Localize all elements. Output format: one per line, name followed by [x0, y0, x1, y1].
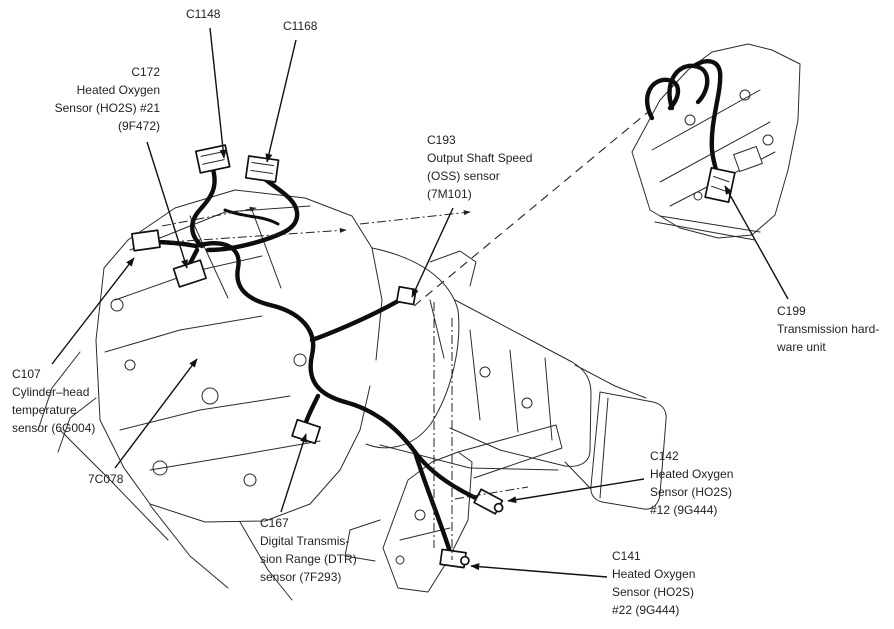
- callout-c141: C141 Heated Oxygen Sensor (HO2S) #22 (9G…: [612, 547, 695, 619]
- dtr-connector: [291, 418, 322, 445]
- callout-c167: C167 Digital Transmis- sion Range (DTR) …: [260, 514, 357, 586]
- c141-sensor: [439, 548, 470, 569]
- callout-line: #22 (9G444): [612, 603, 680, 617]
- callout-line: ware unit: [777, 340, 826, 354]
- callout-line: C1148: [186, 7, 221, 21]
- callout-c199: C199 Transmission hard- ware unit: [777, 302, 879, 356]
- callout-line: 7C078: [88, 472, 124, 486]
- callout-line: Digital Transmis-: [260, 534, 350, 548]
- connectors: [131, 144, 504, 569]
- callout-line: sensor (7F293): [260, 570, 342, 584]
- callout-line: Output Shaft Speed: [427, 151, 533, 165]
- transmission: [365, 247, 667, 510]
- callout-line: Heated Oxygen: [76, 83, 160, 97]
- engine-block: [37, 189, 383, 601]
- callout-line: (OSS) sensor: [427, 169, 500, 183]
- callout-line: Sensor (HO2S): [612, 585, 695, 599]
- alignment-lines: [161, 206, 529, 560]
- callout-line: Heated Oxygen: [612, 567, 696, 581]
- callout-c172: C172 Heated Oxygen Sensor (HO2S) #21 (9F…: [35, 63, 160, 135]
- callout-line: C167: [260, 516, 289, 530]
- callout-line: C193: [427, 133, 456, 147]
- callout-line: Heated Oxygen: [650, 467, 734, 481]
- callout-line: C172: [131, 65, 160, 79]
- callout-line: Sensor (HO2S): [650, 485, 733, 499]
- c172-connector: [172, 259, 207, 288]
- leader-lines: [51, 27, 789, 578]
- c1168-connector: [244, 155, 280, 183]
- callout-line: C141: [612, 549, 641, 563]
- callout-line: sion Range (DTR): [260, 552, 357, 566]
- callout-line: Sensor (HO2S) #21: [54, 101, 160, 115]
- callout-c193: C193 Output Shaft Speed (OSS) sensor (7M…: [427, 131, 532, 203]
- callout-line: #12 (9G444): [650, 503, 718, 517]
- callout-line: C142: [650, 449, 679, 463]
- c1148-connector: [194, 144, 231, 174]
- callout-line: (9F472): [117, 119, 160, 133]
- c142-sensor: [473, 488, 504, 515]
- callout-line: C199: [777, 304, 806, 318]
- callout-c107: C107 Cylinder–head temperature sensor (6…: [12, 365, 95, 437]
- callout-c142: C142 Heated Oxygen Sensor (HO2S) #12 (9G…: [650, 447, 733, 519]
- callout-line: temperature: [12, 403, 77, 417]
- callout-line: C1168: [283, 19, 318, 33]
- wiring-harness: [149, 163, 485, 555]
- callout-line: C107: [12, 367, 41, 381]
- inset-link-line: [413, 111, 649, 307]
- callout-c1168: C1168: [283, 17, 317, 35]
- callout-line: sensor (6G004): [12, 421, 96, 435]
- callout-c1148: C1148: [186, 5, 220, 23]
- callout-7c078: 7C078: [88, 470, 123, 488]
- c107-connector: [131, 229, 161, 252]
- callout-line: Transmission hard-: [777, 322, 880, 336]
- inset-transmission-unit: [631, 43, 801, 241]
- callout-line: (7M101): [427, 187, 472, 201]
- callout-line: Cylinder–head: [12, 385, 90, 399]
